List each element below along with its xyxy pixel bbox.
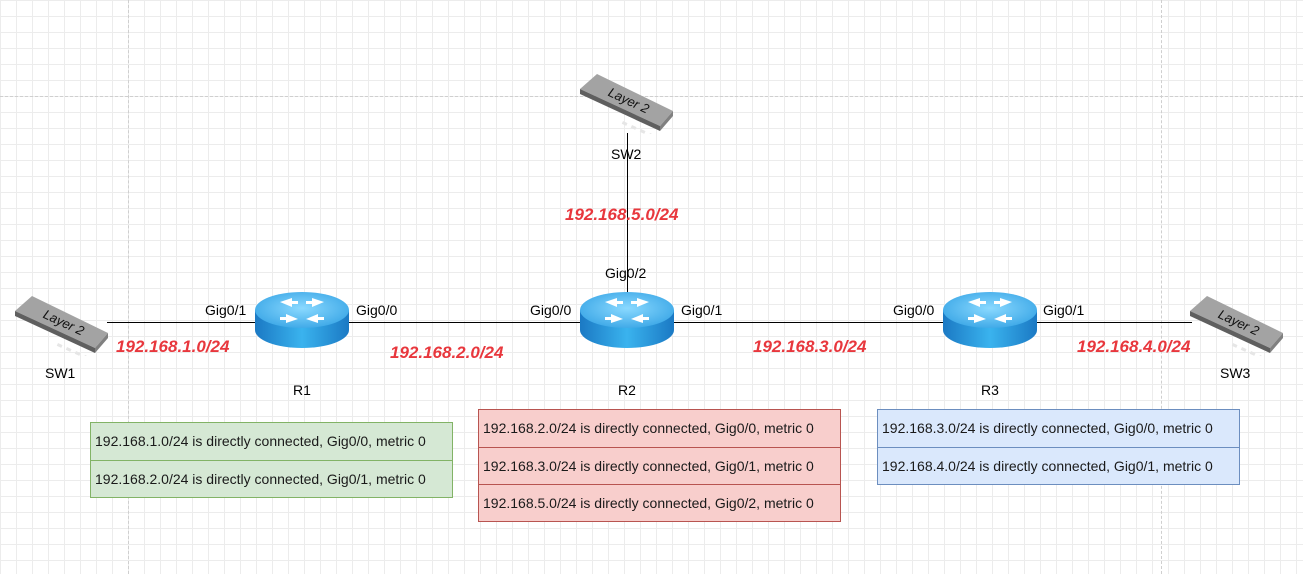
router-r3[interactable] xyxy=(940,290,1040,352)
switch-sw3[interactable]: Layer 2 xyxy=(1187,292,1287,356)
page-guide-horizontal xyxy=(0,96,1303,97)
interface-label: Gig0/0 xyxy=(530,302,572,318)
route-entry: 192.168.2.0/24 is directly connected, Gi… xyxy=(91,460,452,497)
device-label-r3: R3 xyxy=(981,382,999,398)
route-entry: 192.168.4.0/24 is directly connected, Gi… xyxy=(878,447,1239,484)
route-entry: 192.168.3.0/24 is directly connected, Gi… xyxy=(479,447,840,484)
interface-label: Gig0/1 xyxy=(205,302,247,318)
subnet-label: 192.168.3.0/24 xyxy=(753,337,867,356)
device-label-sw1: SW1 xyxy=(45,365,76,381)
device-label-sw2: SW2 xyxy=(611,146,642,162)
interface-label: Gig0/1 xyxy=(681,302,723,318)
routing-table-r3: 192.168.3.0/24 is directly connected, Gi… xyxy=(877,409,1240,485)
switch-sw1[interactable]: Layer 2 xyxy=(12,292,112,356)
route-entry: 192.168.2.0/24 is directly connected, Gi… xyxy=(483,420,814,436)
route-entry: 192.168.3.0/24 is directly connected, Gi… xyxy=(882,420,1213,436)
device-label-r1: R1 xyxy=(293,382,311,398)
router-r1[interactable] xyxy=(252,290,352,352)
routing-table-r1: 192.168.1.0/24 is directly connected, Gi… xyxy=(90,422,453,498)
device-label-sw3: SW3 xyxy=(1220,365,1251,381)
router-r2[interactable] xyxy=(577,290,677,352)
interface-label: Gig0/2 xyxy=(605,265,647,281)
subnet-label: 192.168.2.0/24 xyxy=(390,343,504,362)
interface-label: Gig0/0 xyxy=(893,302,935,318)
routing-table-r2: 192.168.2.0/24 is directly connected, Gi… xyxy=(478,409,841,522)
subnet-label: 192.168.1.0/24 xyxy=(116,337,230,356)
route-entry: 192.168.1.0/24 is directly connected, Gi… xyxy=(95,433,426,449)
page-guide-vertical xyxy=(1161,0,1162,574)
subnet-label: 192.168.5.0/24 xyxy=(565,205,679,224)
page-guide-vertical xyxy=(128,0,129,574)
switch-sw2[interactable]: Layer 2 xyxy=(577,70,677,134)
interface-label: Gig0/0 xyxy=(356,302,398,318)
route-entry: 192.168.5.0/24 is directly connected, Gi… xyxy=(479,484,840,521)
subnet-label: 192.168.4.0/24 xyxy=(1077,337,1191,356)
link-sw2-r2 xyxy=(627,133,628,293)
interface-label: Gig0/1 xyxy=(1043,302,1085,318)
device-label-r2: R2 xyxy=(618,382,636,398)
